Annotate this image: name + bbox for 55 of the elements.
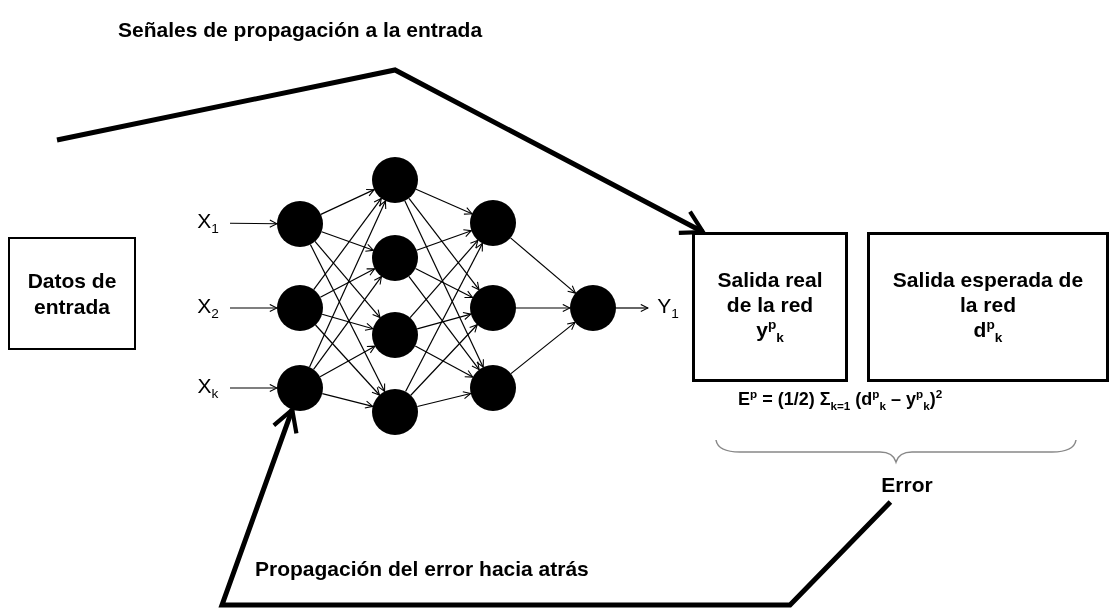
thick-arrow bbox=[56, 67, 706, 235]
connection-arrow bbox=[416, 312, 472, 330]
variable-label: X$_{1}$ bbox=[197, 208, 219, 238]
output-box bbox=[867, 232, 1109, 382]
variable-label: Error bbox=[881, 472, 933, 498]
connection-arrow bbox=[321, 313, 374, 331]
connection-arrow bbox=[509, 237, 577, 294]
variable-label: X$_{2}$ bbox=[197, 293, 219, 323]
connection-arrow bbox=[409, 239, 479, 319]
neuron-circle bbox=[570, 285, 616, 331]
connection-arrow bbox=[319, 268, 376, 298]
connection-arrow bbox=[314, 324, 381, 396]
connection-arrow bbox=[415, 188, 473, 215]
connection-arrow bbox=[313, 197, 382, 291]
neuron-circle bbox=[277, 285, 323, 331]
neuron-circle bbox=[470, 285, 516, 331]
connection-arrow bbox=[229, 303, 278, 313]
text-box bbox=[8, 237, 136, 350]
connection-arrow bbox=[615, 303, 649, 313]
connection-arrow bbox=[321, 393, 374, 409]
connection-arrow bbox=[414, 345, 474, 378]
connection-arrow bbox=[515, 303, 571, 313]
connection-arrow bbox=[229, 219, 278, 228]
connection-arrow bbox=[414, 267, 474, 299]
connection-arrow bbox=[312, 275, 383, 371]
connection-arrow bbox=[408, 275, 480, 371]
connection-arrow bbox=[408, 197, 480, 291]
error-formula: E$^{p}$ = (1/2) Σ$_{k=1}$ (d$^{p}$$_{k}$ – y$^{p}$$_{k}$)$^{2}$ bbox=[738, 387, 943, 412]
connection-arrow bbox=[405, 242, 483, 393]
connection-arrow bbox=[309, 243, 386, 393]
neuron-circle bbox=[470, 200, 516, 246]
neuron-circle bbox=[277, 365, 323, 411]
connection-arrow bbox=[410, 324, 478, 396]
title-text: Señales de propagación a la entrada bbox=[118, 18, 483, 42]
output-box bbox=[692, 232, 848, 382]
connection-arrow bbox=[321, 231, 374, 252]
connection-arrow bbox=[229, 383, 278, 393]
neuron-circle bbox=[372, 312, 418, 358]
box-title: Datos de entrada bbox=[26, 268, 118, 319]
connection-arrow bbox=[319, 345, 376, 378]
neuron-circle bbox=[470, 365, 516, 411]
neuron-circle bbox=[372, 235, 418, 281]
variable-label: X$_{k}$ bbox=[197, 373, 219, 403]
connection-arrow bbox=[416, 229, 472, 251]
connection-arrow bbox=[308, 200, 387, 368]
connection-arrow bbox=[320, 188, 375, 215]
connection-arrow bbox=[416, 391, 472, 408]
connection-arrow bbox=[314, 240, 381, 319]
neuron-circle bbox=[277, 201, 323, 247]
neuron-circle bbox=[372, 157, 418, 203]
connection-arrow bbox=[510, 321, 576, 375]
variable-label: Y$_{1}$ bbox=[657, 293, 679, 323]
connection-arrow bbox=[404, 200, 484, 368]
thick-arrow bbox=[218, 407, 893, 608]
neuron-circle bbox=[372, 389, 418, 435]
